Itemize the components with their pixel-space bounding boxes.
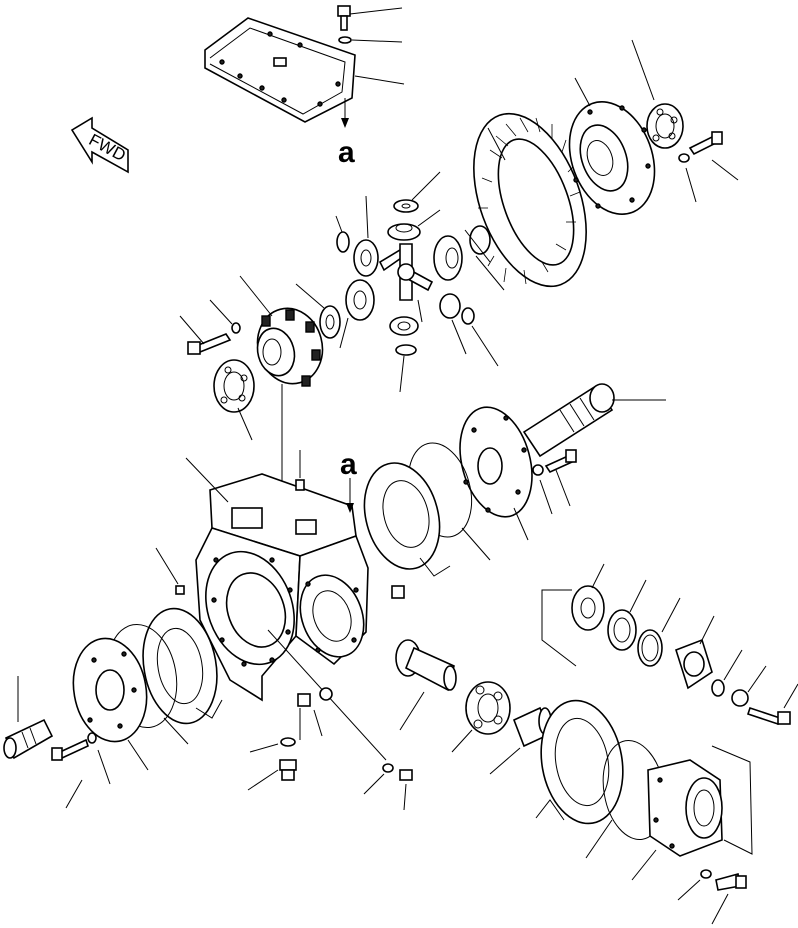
oil-seal-right	[607, 609, 637, 651]
final-drive-gasket	[540, 699, 624, 825]
view-ref-label: a	[338, 136, 355, 169]
cover-bolt-left	[51, 738, 89, 761]
cover-washer-right	[532, 464, 544, 476]
housing-washer	[700, 869, 712, 879]
differential-case-left	[256, 307, 324, 387]
drain-plug-gasket	[280, 737, 296, 747]
level-plug-washer	[319, 687, 333, 701]
final-drive-housing	[647, 759, 723, 857]
thrust-washer-top	[393, 199, 419, 213]
bearing-right-outer	[571, 585, 605, 631]
side-gasket-left	[142, 607, 218, 725]
spider-cross	[378, 243, 434, 301]
flange-yoke	[675, 638, 713, 690]
case-washer-left	[231, 322, 241, 334]
fwd-direction-arrow: FWD	[70, 116, 129, 174]
drain-plug	[279, 759, 297, 781]
housing-bolt	[715, 872, 747, 891]
ring-gear	[473, 112, 587, 288]
carrier-bearing-right	[646, 103, 684, 149]
diff-carrier-left	[319, 305, 341, 339]
small-washer-bottom	[382, 763, 394, 773]
cover-washer-left	[87, 732, 97, 744]
case-bolt-right	[688, 131, 723, 156]
cover-washer	[338, 36, 352, 44]
top-cover-plate	[204, 17, 356, 123]
spacer-washers	[439, 293, 475, 325]
cover-bolt	[337, 5, 351, 31]
dowel-pin	[295, 479, 305, 491]
pinion-gear-top	[387, 223, 421, 241]
yoke-oring	[711, 679, 725, 697]
differential-case-flange	[568, 101, 656, 215]
drive-pinion	[395, 639, 457, 692]
pinion-bearing-large	[465, 681, 511, 735]
view-ref-label: a	[340, 448, 357, 481]
locating-pin	[175, 585, 185, 595]
side-gasket-right	[363, 462, 441, 570]
side-gear-lower	[345, 279, 375, 321]
level-plug	[297, 693, 311, 707]
pinion-gear-bottom	[389, 316, 419, 336]
spacer-ring-right	[637, 629, 663, 667]
small-bolt-bottom	[399, 769, 413, 781]
yoke-washer	[731, 689, 749, 707]
thrust-washer-bottom	[395, 344, 417, 356]
cover-bolt-right	[544, 449, 577, 474]
side-cover-right	[459, 406, 533, 518]
axle-housing	[195, 473, 369, 702]
carrier-bearing-left	[213, 359, 255, 413]
case-bolt-left	[187, 333, 232, 355]
side-gear-left	[353, 239, 379, 277]
breather	[391, 585, 405, 599]
side-gear-right	[433, 235, 463, 281]
output-shaft-left	[3, 718, 54, 760]
case-washer-right	[678, 153, 690, 163]
thrust-washer-left	[336, 231, 350, 253]
side-cover-left	[72, 637, 148, 743]
thrust-washer-right	[469, 225, 491, 255]
yoke-bolt	[746, 706, 791, 726]
right-axle-shaft	[522, 383, 615, 458]
